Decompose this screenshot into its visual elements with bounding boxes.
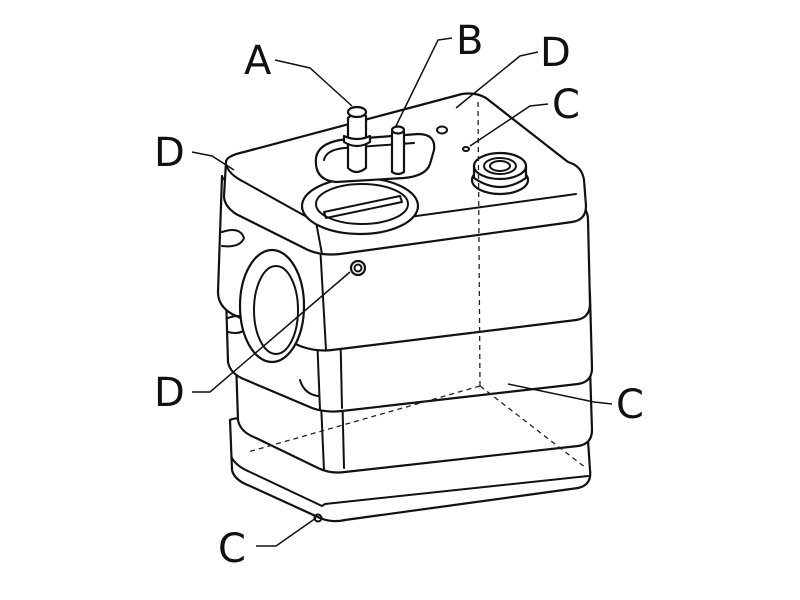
callout-labels: A B D C D D C C	[154, 18, 644, 572]
callout-label-d-upper-left: D	[154, 130, 185, 176]
lid-hole-icon	[436, 125, 448, 135]
lid-hole-icon	[462, 146, 470, 152]
pipe-a	[342, 105, 372, 174]
vent-fitting	[470, 151, 530, 196]
fitting-recess	[314, 132, 436, 184]
callout-label-d-lower-left: D	[154, 370, 185, 416]
callout-label-c-bottom-left: C	[218, 526, 246, 572]
callout-label-c-top-right: C	[552, 82, 580, 128]
leader-lines	[191, 37, 613, 547]
callout-label-a: A	[244, 38, 272, 84]
callout-label-b: B	[456, 18, 483, 64]
side-port-icon	[349, 259, 367, 277]
tank-lid	[222, 92, 588, 256]
drain-port-icon	[313, 513, 323, 523]
pipe-b	[390, 125, 406, 176]
hidden-edges	[247, 101, 587, 469]
side-pipe-opening	[238, 248, 306, 364]
filler-cap	[300, 176, 420, 236]
callout-label-c-lower-right: C	[616, 382, 644, 428]
callout-label-d-top-right: D	[540, 30, 571, 76]
